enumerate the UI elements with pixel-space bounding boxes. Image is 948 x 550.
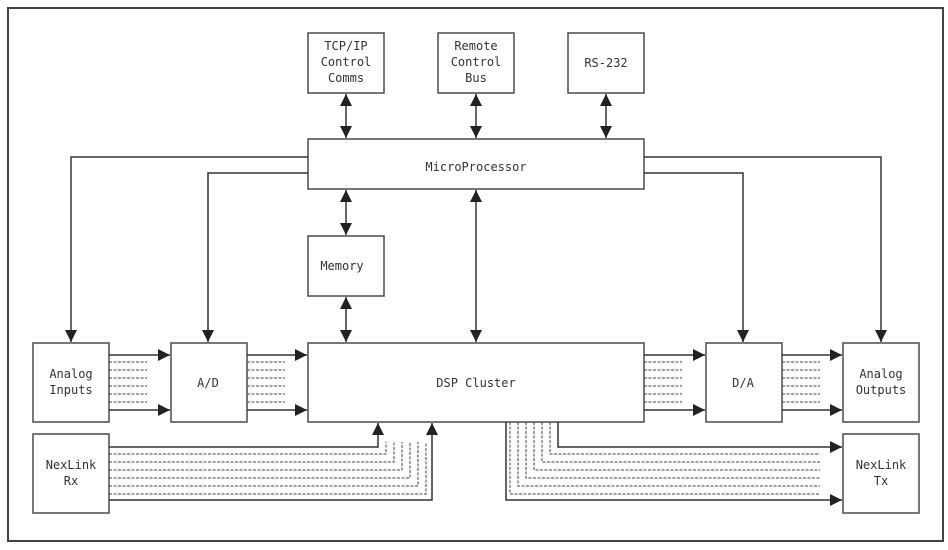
ctrl-micro-ad <box>202 172 308 342</box>
bus-dsp-tx-dashed-channel <box>517 422 820 487</box>
block-analog-inputs: Analog Inputs <box>32 342 110 423</box>
bus-dsp-tx-dashed-channel <box>533 422 820 471</box>
remote-label-2: Control <box>451 55 502 69</box>
remote-label-3: Bus <box>465 71 487 85</box>
bus-dsp-tx-solid-2 <box>505 422 842 506</box>
block-tcpip: TCP/IP Control Comms <box>307 32 385 94</box>
block-nexlink-tx: NexLink Tx <box>842 433 920 514</box>
bus-rx-dsp-dashed-channel <box>109 442 395 463</box>
nexlink-tx-label-1: NexLink <box>856 458 907 472</box>
bus-rx-dsp-dashed-channel <box>109 442 403 471</box>
block-rs232: RS-232 <box>567 32 645 94</box>
block-da: D/A <box>705 342 783 423</box>
ctrl-micro-analog-in <box>65 156 308 342</box>
micro-label: MicroProcessor <box>425 160 526 174</box>
block-dsp-cluster: DSP Cluster <box>307 342 645 423</box>
rs232-label: RS-232 <box>584 56 627 70</box>
block-microprocessor: MicroProcessor <box>307 138 645 190</box>
bus-dsp-tx-solid-1 <box>557 422 842 453</box>
bus-dsp-tx-dashed-channel <box>549 422 820 455</box>
remote-label-1: Remote <box>454 39 497 53</box>
bus-rx-dsp-dashed-channel <box>109 442 427 495</box>
ctrl-micro-da <box>644 172 749 342</box>
block-analog-outputs: Analog Outputs <box>842 342 920 423</box>
analog-in-label-1: Analog <box>49 367 92 381</box>
analog-in-label-2: Inputs <box>49 383 92 397</box>
tcpip-label-3: Comms <box>328 71 364 85</box>
multichannel-buses <box>109 349 842 506</box>
dsp-label: DSP Cluster <box>436 376 515 390</box>
da-label: D/A <box>732 376 754 390</box>
bus-dsp-tx-dashed-channel <box>541 422 820 463</box>
tcpip-label-1: TCP/IP <box>324 39 367 53</box>
analog-out-label-1: Analog <box>859 367 902 381</box>
analog-out-label-2: Outputs <box>856 383 907 397</box>
memory-label: Memory <box>320 259 363 273</box>
bus-rx-dsp-dashed-channel <box>109 442 387 455</box>
ctrl-micro-analog-out <box>644 156 887 342</box>
block-nexlink-rx: NexLink Rx <box>32 433 110 514</box>
block-remote-control-bus: Remote Control Bus <box>437 32 515 94</box>
bus-rx-dsp-dashed-channel <box>109 442 411 479</box>
nexlink-rx-label-1: NexLink <box>46 458 97 472</box>
block-ad: A/D <box>170 342 248 423</box>
ad-label: A/D <box>197 376 219 390</box>
bus-dsp-tx-dashed-channel <box>509 422 820 495</box>
block-memory: Memory <box>307 235 385 297</box>
nexlink-tx-label-2: Tx <box>874 474 888 488</box>
tcpip-label-2: Control <box>321 55 372 69</box>
bus-rx-dsp-solid-1 <box>109 423 384 448</box>
bus-rx-dsp-solid-2 <box>109 423 438 501</box>
bus-dsp-tx-dashed-channel <box>525 422 820 479</box>
bus-rx-dsp-dashed-channel <box>109 442 419 487</box>
nexlink-rx-label-2: Rx <box>64 474 78 488</box>
outer-frame <box>7 7 944 542</box>
